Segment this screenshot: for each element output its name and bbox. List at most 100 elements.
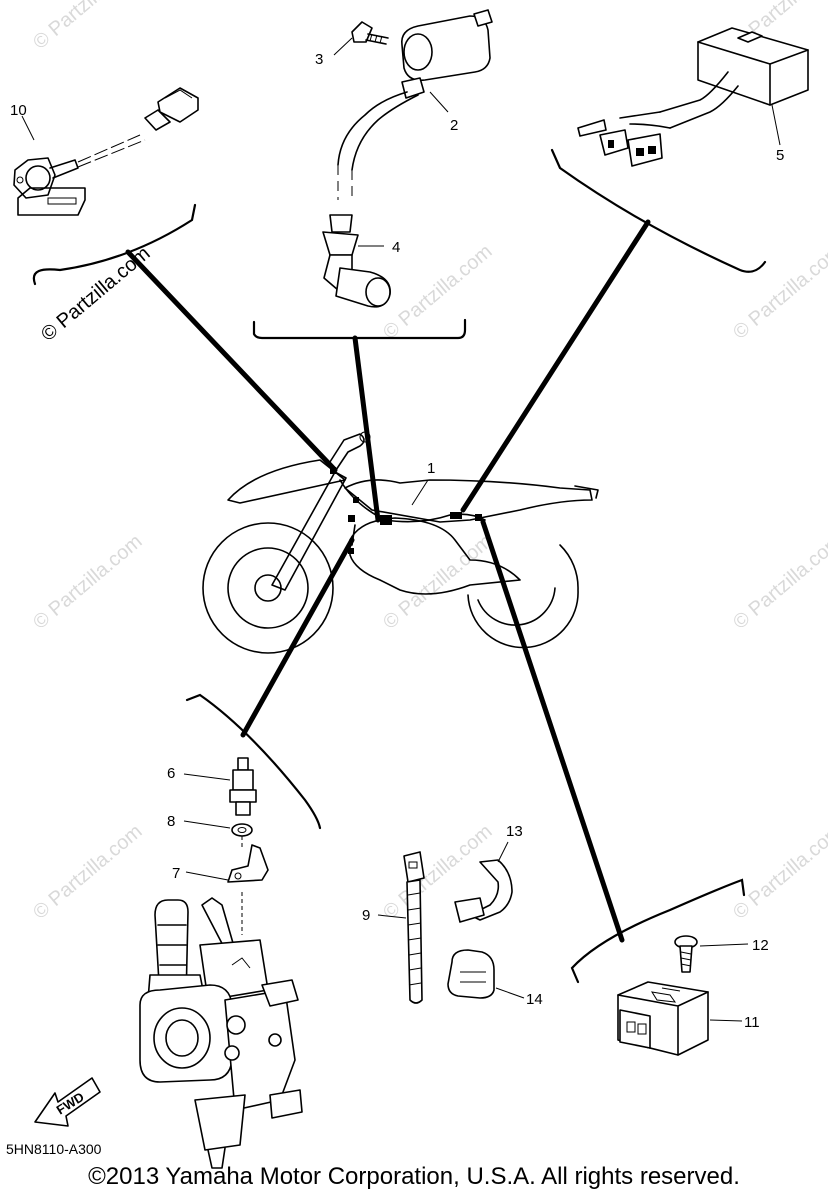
forward-arrow-icon: FWD: [34, 1077, 101, 1127]
switch-body: [25, 165, 51, 191]
wire-clip: [348, 548, 354, 554]
plug-thread: [235, 801, 251, 816]
callout-10: 10: [10, 102, 27, 119]
leader-line-10: [125, 249, 338, 473]
leader-11: [709, 1019, 743, 1022]
carb-bore-outer: [153, 1007, 211, 1069]
fuel-tank-and-seat: [344, 479, 593, 523]
wire-terminal: [577, 119, 607, 137]
carb-detail: [231, 957, 251, 969]
front-wheel-hub: [254, 574, 282, 602]
cdi-wire-sleeve-top: [659, 71, 729, 113]
callout-11: 11: [744, 1014, 760, 1031]
bolt-thread: [680, 951, 692, 967]
callout-14: 14: [526, 991, 543, 1008]
grommet-part-14: [447, 949, 525, 999]
coil-terminal: [473, 9, 493, 27]
bracket-10: [32, 203, 197, 286]
leader-3: [333, 37, 353, 56]
callout-1: 1: [427, 460, 435, 477]
callout-7: 7: [172, 865, 180, 882]
engine-block: [349, 517, 521, 595]
watermark: © Partzilla.com: [729, 820, 828, 923]
watermark: © Partzilla.com: [729, 530, 828, 633]
leader-1: [411, 479, 429, 506]
leader-7: [185, 871, 229, 881]
leader-8: [183, 820, 231, 829]
plug-hex: [229, 789, 257, 803]
watermark: © Partzilla.com: [29, 530, 146, 633]
regulator-part-11: [617, 981, 743, 1056]
wire-clip: [330, 467, 336, 474]
watermark: © Partzilla.com: [29, 0, 146, 54]
bolt-head: [351, 21, 373, 43]
copyright-notice: ©2013 Yamaha Motor Corporation, U.S.A. A…: [88, 1163, 740, 1190]
leader-13: [497, 841, 509, 863]
callout-2: 2: [450, 117, 458, 134]
bracket-2-4: [252, 318, 467, 340]
plug-insulator: [232, 769, 254, 791]
connector-slot: [626, 1021, 636, 1033]
leader-14: [495, 987, 525, 999]
bolt-hole: [16, 176, 24, 184]
fwd-arrow-shape: [34, 1077, 101, 1127]
cdi-label: [737, 31, 763, 43]
connector-pin: [608, 140, 614, 148]
neutral-switch-part-10: [13, 87, 199, 216]
carb-screw: [268, 1033, 282, 1047]
carb-screw: [224, 1045, 240, 1061]
cdi-edges: [697, 41, 809, 106]
leader-6: [183, 773, 231, 781]
carb-bore-inner: [165, 1019, 199, 1057]
hv-lead-outer: [337, 91, 408, 166]
rear-fender-tip: [574, 485, 599, 499]
connector-slot: [637, 1023, 647, 1035]
base-slot: [47, 197, 77, 205]
switch-wire: [49, 159, 79, 179]
callout-8: 8: [167, 813, 175, 830]
cdi-housing: [697, 27, 809, 106]
hv-lead-inner: [351, 94, 419, 171]
switch-base: [17, 187, 86, 216]
callout-6: 6: [167, 765, 175, 782]
wire-clip: [348, 515, 355, 522]
regulator-fins: [650, 987, 681, 1003]
carb-lever: [261, 979, 299, 1007]
tie-ridges: [407, 892, 422, 986]
ignition-coil-part-2: [337, 9, 493, 200]
grommet-ribs: [460, 971, 486, 983]
watermark: © Partzilla.com: [729, 240, 828, 343]
grommet-body: [447, 949, 495, 999]
front-wheel: [202, 522, 334, 654]
wire-connector: [450, 512, 462, 519]
carb-column-rings: [157, 924, 187, 966]
switch-flange: [13, 157, 56, 199]
tie-head: [403, 851, 425, 883]
clamp-band: [469, 859, 513, 921]
cdi-wires: [619, 111, 671, 129]
washer-part-8: [183, 820, 253, 837]
mount-bracket: [227, 844, 269, 883]
tie-strap: [406, 879, 423, 1004]
leader-5: [771, 104, 781, 146]
frame-down-tube: [351, 524, 356, 546]
leader-12: [699, 943, 749, 947]
leader-line-11: [480, 519, 625, 943]
leader-line-6: [240, 537, 355, 738]
handlebar-end: [359, 431, 371, 443]
hv-lead-break: [337, 165, 353, 200]
connector-detail: [164, 89, 193, 99]
leader-lines: [125, 219, 651, 943]
bracket-6-8: [185, 693, 322, 830]
clamp-part-13: [454, 841, 513, 923]
callout-3: 3: [315, 51, 323, 68]
leader-9: [377, 914, 407, 919]
plug-terminal: [237, 757, 249, 771]
coil-end-cap: [403, 33, 433, 71]
wire-sleeve: [144, 109, 171, 131]
motorcycle-outline: [202, 431, 599, 654]
callout-4: 4: [392, 239, 400, 256]
diagram-code: 5HN8110-A300: [6, 1141, 102, 1157]
rear-wheel-rim: [477, 587, 556, 626]
watermark: © Partzilla.com: [29, 820, 146, 923]
